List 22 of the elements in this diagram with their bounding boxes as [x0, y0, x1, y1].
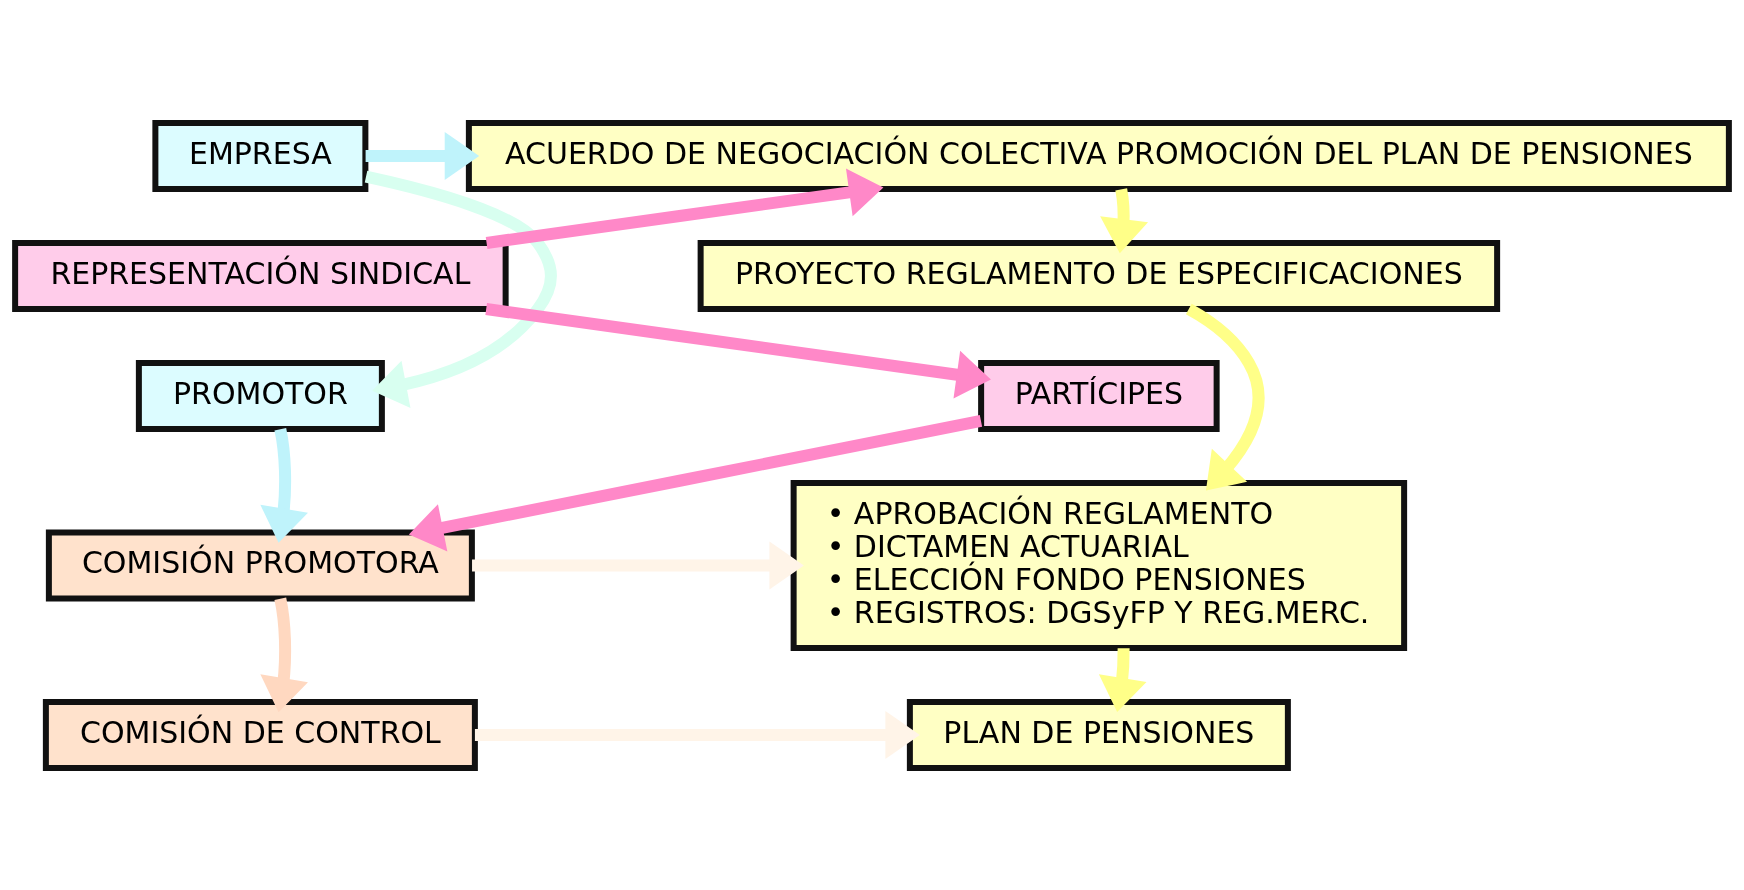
arrow — [474, 710, 920, 759]
arrow — [365, 131, 480, 180]
arrow — [1098, 647, 1147, 712]
node-box: ACUERDO DE NEGOCIACIÓN COLECTIVA PROMOCIÓN DEL PLAN DE PENSIONES — [465, 119, 1732, 192]
arrow — [408, 414, 983, 551]
node-box: PLAN DE PENSIONES — [906, 698, 1291, 771]
node-box: PARTÍCIPES — [978, 359, 1220, 432]
arrow — [485, 167, 884, 249]
arrow — [260, 597, 308, 712]
node-box: EMPRESA — [152, 119, 369, 192]
node-box: PROMOTOR — [135, 359, 385, 432]
node-box: PROYECTO REGLAMENTO DE ESPECIFICACIONES — [697, 239, 1501, 312]
node-box: • APROBACIÓN REGLAMENTO • DICTAMEN ACTUARIAL • ELECCIÓN FONDO PENSIONES • REGISTROS: DGSyFP Y REG.MERC. — [790, 479, 1408, 651]
arrow — [364, 170, 557, 408]
arrow — [260, 427, 308, 543]
node-box: COMISIÓN PROMOTORA — [45, 529, 475, 601]
arrow — [485, 302, 991, 399]
node-box: REPRESENTACIÓN SINDICAL — [12, 239, 509, 312]
arrow — [1185, 303, 1265, 490]
node-box: COMISIÓN DE CONTROL — [42, 698, 478, 771]
arrow — [472, 540, 804, 590]
arrow — [1100, 187, 1149, 253]
